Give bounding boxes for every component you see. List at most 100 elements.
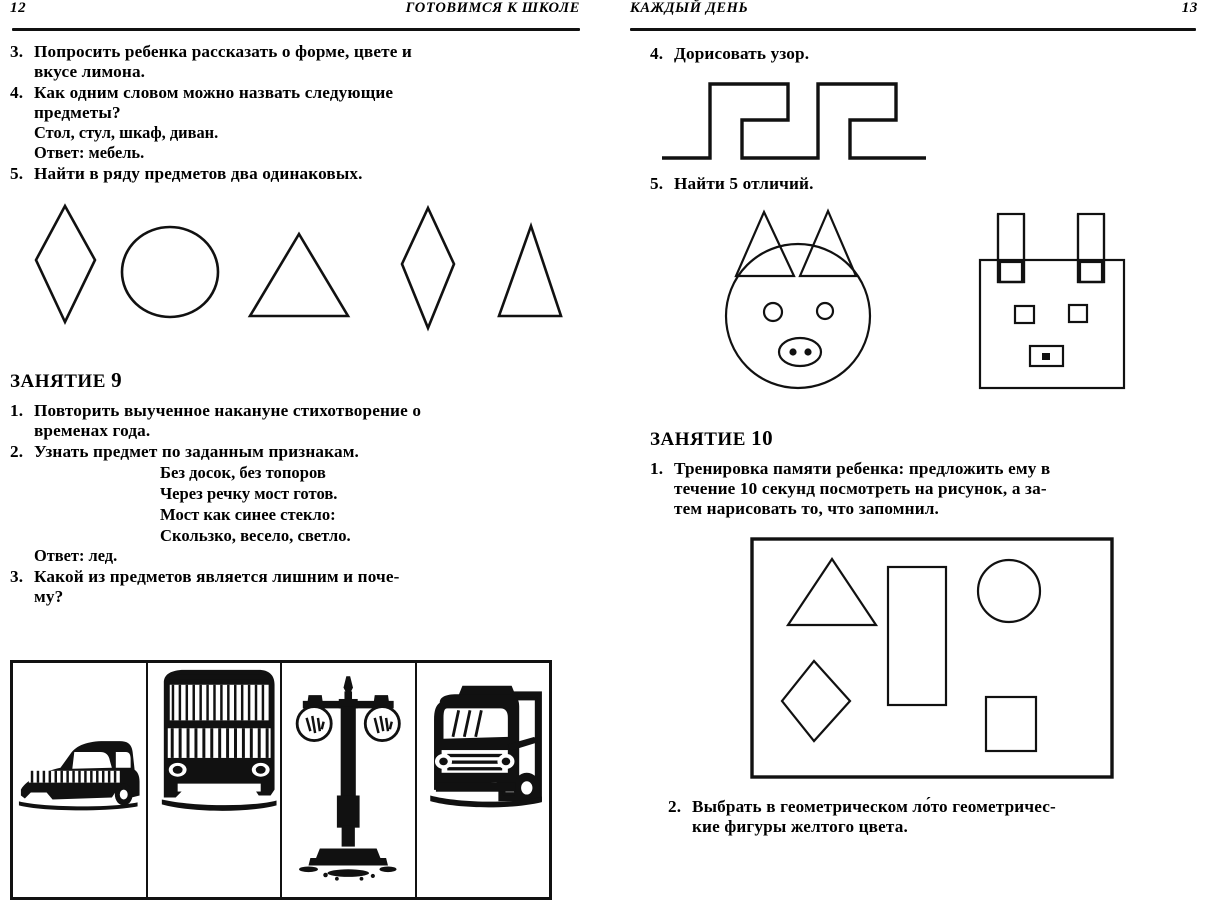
riddle-line-3: Мост как синее стекло: <box>160 505 336 524</box>
right-running-title: КАЖДЫЙ ДЕНЬ <box>630 0 749 16</box>
line: вкусе лимона. <box>34 62 146 81</box>
right-task-5-number: 5. <box>650 174 664 193</box>
square-face-ear-left <box>996 212 1026 284</box>
round-face-ear-right <box>798 208 858 278</box>
lesson-9-task-2-body: Узнать предмет по заданным признакам. <box>34 442 580 462</box>
square-face-ear-right <box>1076 212 1106 284</box>
square-face-nostril <box>1042 353 1050 360</box>
right-task-4: 4. Дорисовать узор. <box>650 44 1198 64</box>
panel-street-lamp <box>282 663 417 897</box>
triangle-shape-1 <box>247 231 351 318</box>
line: Как одним словом можно назвать следующие <box>34 83 394 102</box>
round-face-nostril-right <box>804 348 812 356</box>
spot-differences-figure <box>680 208 1198 398</box>
lesson-10-number: 10 <box>751 426 774 450</box>
line: временах года. <box>34 421 151 440</box>
riddle-line-2: Через речку мост готов. <box>160 484 338 503</box>
lesson-9-task-1-body: Повторить выученное накануне стихотворен… <box>34 401 580 441</box>
line: предметы? <box>34 103 121 122</box>
lesson-9-task-1-number: 1. <box>10 401 24 420</box>
right-task-4-number: 4. <box>650 44 664 63</box>
left-running-title: ГОТОВИМСЯ К ШКОЛЕ <box>405 0 580 16</box>
round-face-eye-right <box>815 301 835 321</box>
panel-bus <box>148 663 282 897</box>
left-head-rule <box>12 28 580 31</box>
lesson-10-task-1-number: 1. <box>650 459 664 478</box>
panel-truck <box>417 663 550 897</box>
lesson-9-task-3-body: Какой из предметов является лишним и поч… <box>34 567 580 607</box>
right-page: КАЖДЫЙ ДЕНЬ 13 4. Дорисовать узор. 5. На… <box>608 0 1216 908</box>
round-face-snout <box>777 336 823 368</box>
right-running-head: КАЖДЫЙ ДЕНЬ 13 <box>630 0 1198 34</box>
square-face-snout <box>1028 344 1065 368</box>
circle-shape <box>120 225 220 319</box>
line: Тренировка памяти ребенка: предложить ем… <box>674 459 1051 478</box>
lesson-9-task-2-number: 2. <box>10 442 24 461</box>
truck-icon <box>429 685 542 808</box>
left-task-4: 4. Как одним словом можно назвать следую… <box>10 83 580 123</box>
left-task-3-body: Попросить ребенка рассказать о форме, цв… <box>34 42 580 82</box>
line: Дорисовать узор. <box>674 44 810 63</box>
line: Попросить ребенка рассказать о форме, цв… <box>34 42 412 61</box>
memory-box-frame <box>750 537 1114 779</box>
lesson-10-task-2-number: 2. <box>668 797 682 816</box>
square-face-head-cover-left <box>998 260 1024 284</box>
triangle-shape-2 <box>497 222 563 318</box>
lesson-10-heading: ЗАНЯТИЕ 10 <box>650 426 1198 451</box>
lesson-10-task-1-body: Тренировка памяти ребенка: предложить ем… <box>674 459 1198 519</box>
memory-box-svg <box>750 537 1114 779</box>
lesson-9-heading: ЗАНЯТИЕ 9 <box>10 368 580 393</box>
lesson-10-word: ЗАНЯТИЕ <box>650 429 746 450</box>
spot-differences-svg <box>724 208 1126 390</box>
line: Найти в ряду предметов два одинаковых. <box>34 164 363 183</box>
street-lamp-icon <box>295 676 401 881</box>
left-task-4-number: 4. <box>10 83 24 102</box>
riddle-answer: Ответ: лед. <box>34 546 118 565</box>
right-task-5-body: Найти 5 отличий. <box>674 174 1198 194</box>
line: Повторить выученное накануне стихотворен… <box>34 401 422 420</box>
memory-triangle <box>785 557 879 627</box>
left-task-5: 5. Найти в ряду предметов два одинаковых… <box>10 164 580 184</box>
right-head-rule <box>630 28 1196 31</box>
square-face-eye-right <box>1067 303 1089 324</box>
diamond-shape-2 <box>400 204 456 332</box>
lesson-9-task-3-number: 3. <box>10 567 24 586</box>
left-folio: 12 <box>10 0 27 16</box>
line: течение 10 секунд посмотреть на рисунок,… <box>674 479 1047 498</box>
diamond-shape-1 <box>34 203 97 326</box>
left-page: 12 ГОТОВИМСЯ К ШКОЛЕ 3. Попросить ребенк… <box>10 0 580 900</box>
bus-icon <box>161 669 277 811</box>
panel-car <box>13 663 148 897</box>
square-face-eye-left <box>1013 304 1036 325</box>
objects-strip <box>10 660 552 900</box>
step-pattern-path <box>662 82 926 160</box>
step-pattern-figure <box>658 78 1198 168</box>
shapes-row-figure <box>10 202 580 342</box>
line: тем нарисовать то, что запомнил. <box>674 499 939 518</box>
lesson-10-task-2-body: Выбрать в геометрическом ло́то геометрич… <box>692 797 1198 837</box>
left-task-4-items: Стол, стул, шкаф, диван. <box>34 123 219 142</box>
lesson-10-task-2: 2. Выбрать в геометрическом ло́то геомет… <box>668 797 1198 837</box>
lesson-9-number: 9 <box>111 368 123 392</box>
round-face-ear-left <box>734 209 796 278</box>
left-task-5-body: Найти в ряду предметов два одинаковых. <box>34 164 580 184</box>
square-face-ear-right-outline <box>1076 214 1106 284</box>
memory-square <box>984 695 1038 753</box>
left-task-3-number: 3. <box>10 42 24 61</box>
left-task-3: 3. Попросить ребенка рассказать о форме,… <box>10 42 580 82</box>
riddle-line-4: Скользко, весело, светло. <box>160 526 351 545</box>
line: Выбрать в геометрическом ло́то геометрич… <box>692 797 1056 816</box>
round-face-nostril-left <box>789 348 797 356</box>
square-pig-face <box>978 212 1126 390</box>
memory-diamond <box>780 659 852 743</box>
lesson-9-task-1: 1. Повторить выученное накануне стихотво… <box>10 401 580 441</box>
round-face-eye-left <box>762 301 784 323</box>
round-face-head <box>724 242 872 390</box>
square-face-ear-left-outline <box>996 214 1026 284</box>
shapes-row-svg <box>34 203 563 332</box>
lesson-9-task-2: 2. Узнать предмет по заданным признакам. <box>10 442 580 462</box>
lesson-10-task-1: 1. Тренировка памяти ребенка: предложить… <box>650 459 1198 519</box>
line: Найти 5 отличий. <box>674 174 814 193</box>
riddle-line-1: Без досок, без топоров <box>160 463 326 482</box>
